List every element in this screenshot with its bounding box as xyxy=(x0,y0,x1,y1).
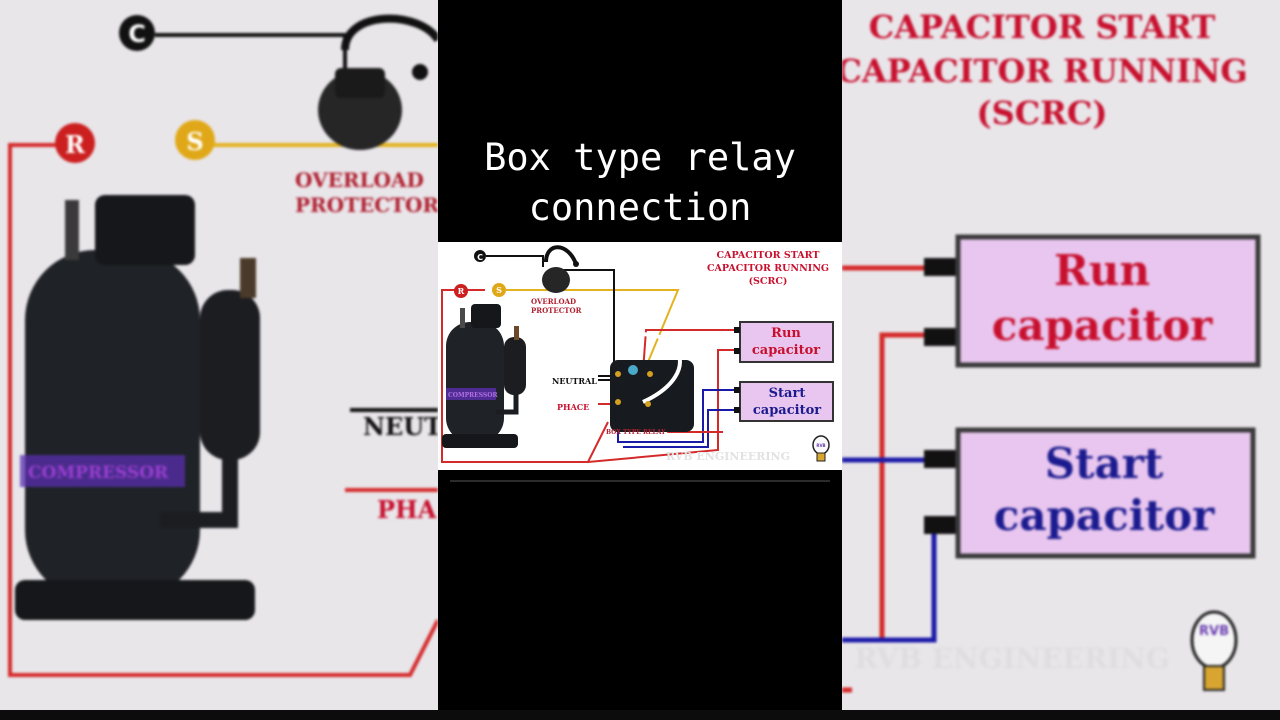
bg-overload-line1: OVERLOAD xyxy=(295,168,424,192)
relay-label: BOX TYPE RELAY xyxy=(606,429,666,436)
bg-start-cap-line2: capacitor xyxy=(994,491,1215,540)
divider xyxy=(450,480,830,482)
run-capacitor-line2: capacitor xyxy=(752,343,820,358)
bg-phase-label: PHA xyxy=(377,495,437,524)
bottom-strip xyxy=(0,710,1280,720)
heading-line1: CAPACITOR START xyxy=(717,250,820,261)
overload-label-line2: PROTECTOR xyxy=(531,306,582,315)
bg-terminal-s: S xyxy=(186,127,203,156)
bg-brand-label: RVB xyxy=(1199,624,1229,639)
heading-line2: CAPACITOR RUNNING xyxy=(707,263,829,274)
bg-overload-line2: PROTECTOR xyxy=(295,193,438,217)
neutral-label: NEUTRAL xyxy=(552,376,597,386)
diagram-thumbnail: C R S OVERLOAD PROTECTOR COMPRESSOR NEUT… xyxy=(438,242,842,470)
bg-neutral-label: NEUT xyxy=(363,412,438,441)
bg-heading-line3: (SCRC) xyxy=(977,94,1108,132)
terminal-r-label: R xyxy=(458,286,465,296)
brand-label: RVB xyxy=(816,443,825,448)
bg-terminal-c: C xyxy=(128,20,146,48)
bg-heading-line1: CAPACITOR START xyxy=(869,8,1216,46)
run-capacitor-line1: Run xyxy=(771,326,801,341)
bg-run-cap-line2: capacitor xyxy=(992,301,1213,350)
bg-run-cap-line1: Run xyxy=(1054,246,1150,295)
bg-heading-line2: CAPACITOR RUNNING xyxy=(842,52,1248,90)
phase-label: PHACE xyxy=(557,402,589,412)
bg-terminal-r: R xyxy=(65,130,86,159)
heading-line3: (SCRC) xyxy=(749,276,788,287)
background-right-zoom: CAPACITOR START CAPACITOR RUNNING (SCRC)… xyxy=(842,0,1280,710)
terminal-c-label: C xyxy=(477,253,483,262)
center-panel: Box type relay connection xyxy=(438,0,842,710)
start-capacitor-line2: capacitor xyxy=(753,403,821,418)
video-title-line1: Box type relay xyxy=(484,136,796,179)
bg-compressor-label: COMPRESSOR xyxy=(28,463,169,483)
background-left-zoom: C R S OVERLOAD PROTECTOR NEUT PHA COMPRE… xyxy=(0,0,438,710)
overload-label-line1: OVERLOAD xyxy=(531,297,576,306)
compressor-label: COMPRESSOR xyxy=(448,392,498,399)
start-capacitor-line1: Start xyxy=(769,386,806,401)
bg-start-cap-line1: Start xyxy=(1045,439,1164,488)
terminal-s-label: S xyxy=(496,285,502,295)
watermark-text: RVB ENGINEERING xyxy=(666,450,790,463)
video-title-line2: connection xyxy=(528,186,752,229)
bg-watermark: RVB ENGINEERING xyxy=(854,642,1170,675)
wiring-diagram: C R S OVERLOAD PROTECTOR COMPRESSOR NEUT… xyxy=(441,245,834,463)
